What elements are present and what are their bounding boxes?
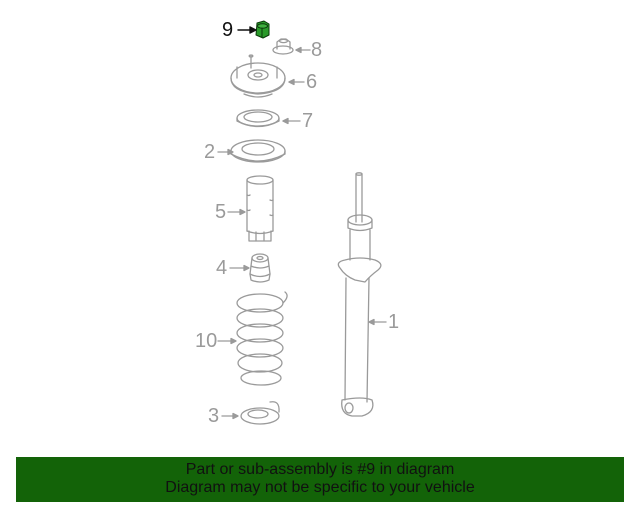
part-7-bearing-icon[interactable] — [236, 109, 280, 128]
banner-line-disclaimer: Diagram may not be specific to your vehi… — [165, 479, 475, 496]
part-10-coil-spring-icon[interactable] — [236, 291, 288, 386]
callout-4[interactable]: 4 — [216, 257, 228, 279]
callout-10[interactable]: 10 — [195, 330, 218, 352]
callout-3[interactable]: 3 — [208, 405, 220, 427]
callout-2[interactable]: 2 — [204, 141, 216, 163]
part-9-nut-icon[interactable] — [255, 20, 270, 39]
part-5-dust-boot-icon[interactable] — [246, 175, 274, 242]
banner-line-part: Part or sub-assembly is #9 in diagram — [185, 461, 455, 478]
part-8-flange-nut-icon[interactable] — [272, 38, 294, 55]
part-6-strut-mount-icon[interactable] — [230, 54, 286, 98]
part-4-bump-stop-icon[interactable] — [249, 253, 271, 283]
callout-6[interactable]: 6 — [306, 71, 318, 93]
info-banner: Part or sub-assembly is #9 in diagram Di… — [16, 457, 624, 502]
part-2-spring-seat-icon[interactable] — [230, 139, 286, 163]
callout-5[interactable]: 5 — [215, 201, 227, 223]
part-3-lower-seat-icon[interactable] — [240, 401, 280, 425]
callout-8[interactable]: 8 — [311, 39, 323, 61]
callout-7[interactable]: 7 — [302, 110, 314, 132]
part-1-shock-absorber-icon[interactable] — [337, 172, 382, 417]
callout-9[interactable]: 9 — [222, 19, 234, 41]
arrow-9-icon — [237, 26, 257, 34]
callout-1[interactable]: 1 — [388, 311, 400, 333]
